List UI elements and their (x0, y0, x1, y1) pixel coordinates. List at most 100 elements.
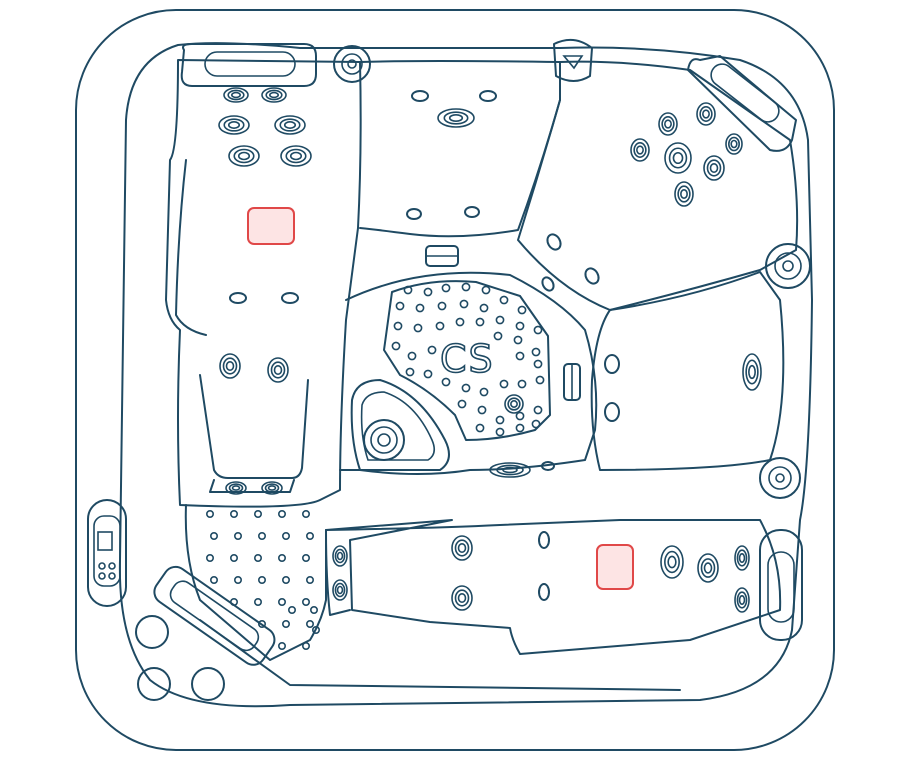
small-jet (546, 233, 562, 251)
massage-dot (301, 509, 310, 518)
corner-seat-top-right (517, 60, 799, 311)
footwell (339, 271, 598, 475)
jet (664, 142, 692, 174)
massage-dot (515, 423, 525, 433)
diverter-knob (759, 457, 801, 499)
massage-dot (455, 317, 465, 327)
massage-dot (441, 377, 451, 387)
seat-marker-bench (596, 544, 634, 590)
jet (703, 155, 725, 181)
jet (332, 545, 348, 567)
pillow-top-left-inner (204, 51, 296, 77)
lounger-seat (165, 59, 362, 508)
pillow-top-right-inner (710, 63, 780, 123)
pillow-top-right (687, 55, 797, 152)
massage-dot (395, 301, 405, 311)
massage-dot (309, 605, 318, 614)
massage-dot (495, 427, 505, 437)
massage-dot (457, 399, 467, 409)
small-jet (584, 267, 600, 285)
small-jet (538, 583, 550, 601)
massage-dot (479, 387, 489, 397)
jet (734, 545, 750, 571)
cup-holder (137, 667, 171, 701)
small-jet (229, 292, 247, 304)
skimmer-fitting (425, 245, 459, 267)
jet (742, 353, 762, 391)
massage-dot (493, 331, 503, 341)
diverter-knob (333, 45, 371, 83)
massage-dot (499, 295, 509, 305)
massage-dot (230, 553, 239, 562)
small-jet (541, 276, 555, 292)
small-jet (406, 208, 422, 220)
massage-dot (403, 285, 413, 295)
pillow-bottom-left (153, 565, 276, 666)
massage-dot (287, 605, 296, 614)
massage-dot (206, 509, 215, 518)
massage-dot (311, 625, 320, 634)
jets-layer (206, 87, 762, 650)
massage-dot (257, 575, 266, 584)
bench-backrest (325, 529, 351, 616)
jet (451, 535, 473, 561)
small-jet (538, 531, 550, 549)
control-panel (87, 499, 127, 607)
brand-logo: CS (440, 337, 495, 381)
cup-holder (135, 615, 169, 649)
diverter-knob (765, 243, 811, 289)
jet (218, 115, 250, 135)
pillow-right-lower (759, 529, 803, 641)
skimmer-fitting (563, 363, 581, 401)
massage-dot (391, 341, 401, 351)
massage-dot (515, 321, 525, 331)
massage-dot (305, 619, 314, 628)
jet (697, 553, 719, 583)
seat-marker-lounger (247, 207, 295, 245)
massage-dot (254, 553, 263, 562)
massage-dot (515, 351, 525, 361)
massage-dot (435, 321, 445, 331)
jet (674, 181, 694, 207)
massage-dot (495, 415, 505, 425)
center-top-seat (359, 60, 561, 238)
massage-dot (479, 303, 489, 313)
jet (725, 133, 743, 155)
massage-dot (254, 597, 263, 606)
cup-holder (191, 667, 225, 701)
massage-dot (230, 597, 239, 606)
massage-dot (210, 531, 219, 540)
massage-dot (415, 303, 425, 313)
massage-dot (281, 575, 290, 584)
massage-dot (257, 619, 266, 628)
lounger-foot-well (209, 479, 295, 493)
jet (660, 545, 684, 579)
diverter-knob (553, 38, 593, 82)
massage-dot (517, 379, 527, 389)
massage-dot (481, 285, 491, 295)
jet (696, 102, 716, 126)
small-jet (541, 461, 555, 471)
small-jet (464, 206, 480, 218)
massage-dot (475, 317, 485, 327)
drain-fitting (363, 419, 405, 461)
massage-dot (230, 509, 239, 518)
massage-dot (281, 531, 290, 540)
bottom-bench-seat (325, 519, 782, 655)
massage-dot (461, 282, 471, 292)
massage-dot (407, 351, 417, 361)
massage-dot (301, 553, 310, 562)
massage-dot (234, 531, 243, 540)
massage-dot (533, 405, 543, 415)
massage-dot (499, 379, 509, 389)
massage-dot (277, 509, 286, 518)
massage-dot (254, 509, 263, 518)
small-jet (411, 90, 429, 102)
jet (332, 579, 348, 601)
small-jet (604, 402, 620, 422)
massage-dot (441, 283, 451, 293)
massage-dot (531, 347, 541, 357)
jet (451, 585, 473, 611)
